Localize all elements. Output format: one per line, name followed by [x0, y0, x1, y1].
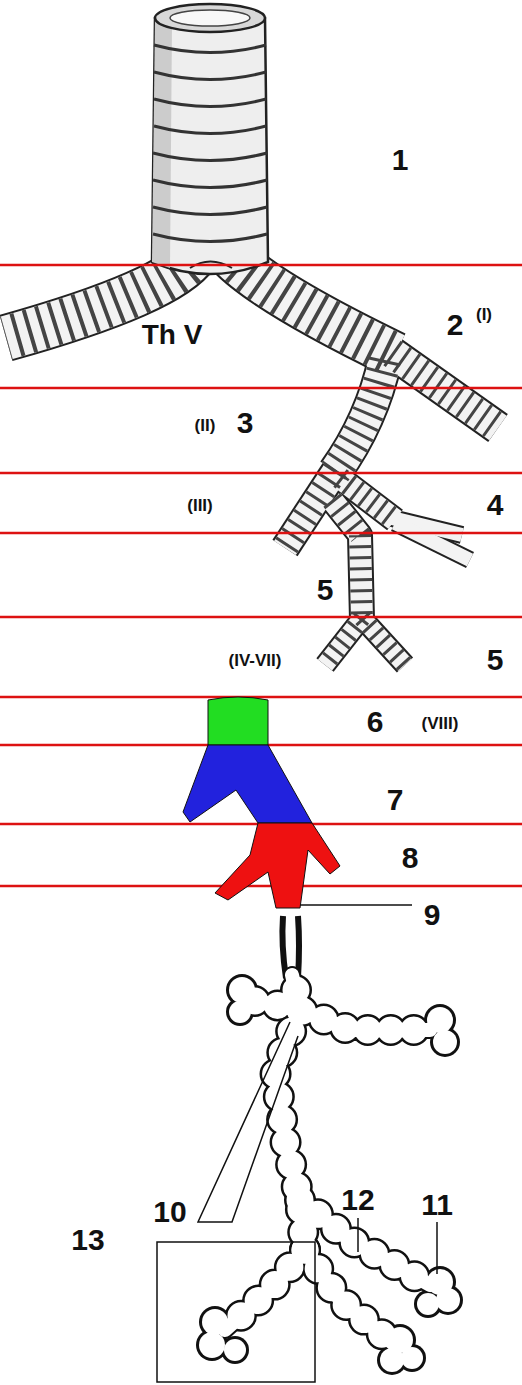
callout-number: 7	[387, 785, 404, 815]
callout-number: 12	[341, 1185, 374, 1215]
callout-number: Th V	[142, 321, 203, 349]
callout-number: 2	[447, 310, 464, 340]
callout-number: 8	[402, 843, 419, 873]
callout-number: 10	[153, 1197, 186, 1227]
alveoli-fill	[199, 975, 460, 1372]
callout-number: 13	[71, 1225, 104, 1255]
callout-number: (VIII)	[422, 715, 459, 732]
callout-number: (II)	[195, 417, 216, 434]
bronchioles	[183, 697, 340, 908]
leader-lines	[157, 905, 437, 1382]
callout-number: 11	[421, 1190, 453, 1220]
trachea	[152, 4, 268, 274]
callout-number: 5	[317, 575, 334, 605]
cartilage-rings	[6, 255, 498, 665]
callout-number: (III)	[187, 497, 213, 514]
level-lines	[0, 265, 522, 886]
callout-number: 1	[392, 145, 409, 175]
alveoli-outline	[196, 974, 463, 1375]
callout-number: 5	[487, 645, 504, 675]
callout-number: 4	[487, 490, 504, 520]
callout-number: 6	[367, 707, 384, 737]
callout-number: (IV-VII)	[229, 652, 282, 669]
bronchus-fill	[6, 255, 498, 665]
callout-number: 9	[424, 900, 441, 930]
callout-number: (I)	[476, 306, 492, 323]
bronchus-outline	[6, 255, 498, 665]
callout-number: 3	[237, 408, 254, 438]
